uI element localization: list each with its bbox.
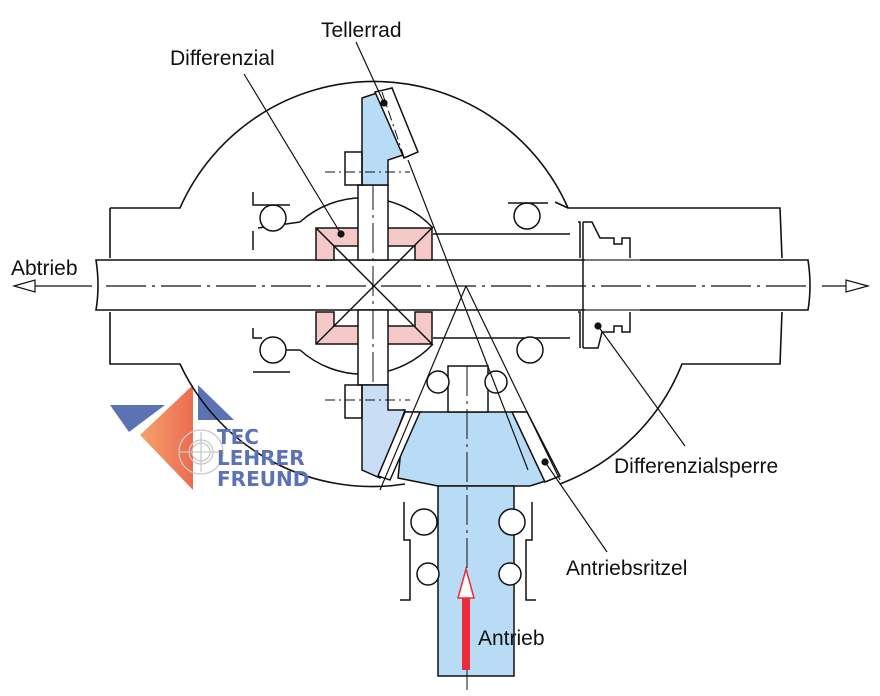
logo-text-line1: TEC [217, 425, 259, 449]
differential-pinions [357, 180, 389, 390]
drive-arrow [457, 566, 475, 670]
leader-differenzialsperre [597, 325, 686, 447]
label-antrieb: Antrieb [478, 627, 545, 650]
leader-antriebsritzel [544, 461, 608, 553]
logo-blue-triangle-right [198, 385, 234, 420]
output-arrow-left [11, 279, 92, 293]
bearings [252, 192, 548, 601]
differential-lock [578, 221, 640, 349]
label-abtrieb: Abtrieb [11, 257, 78, 280]
leader-tellerrad [355, 41, 385, 104]
logo-text-line2: LEHRER [217, 446, 305, 470]
label-differenzial: Differenzial [170, 47, 275, 70]
ring-gear [325, 87, 419, 480]
label-differenzialsperre: Differenzialsperre [614, 455, 779, 478]
logo-orange-triangle [140, 385, 193, 490]
label-antriebsritzel: Antriebsritzel [566, 557, 688, 580]
logo-text-line3: FREUND [217, 467, 310, 491]
logo [110, 385, 234, 490]
output-shaft [95, 259, 811, 311]
logo-gear-icon [178, 429, 224, 475]
housing [109, 80, 783, 488]
leader-lines [243, 41, 686, 553]
label-tellerrad: Tellerrad [321, 19, 402, 42]
leader-differenzial [243, 73, 342, 235]
logo-blue-triangle-left [110, 405, 165, 432]
output-arrow-right [822, 279, 871, 293]
